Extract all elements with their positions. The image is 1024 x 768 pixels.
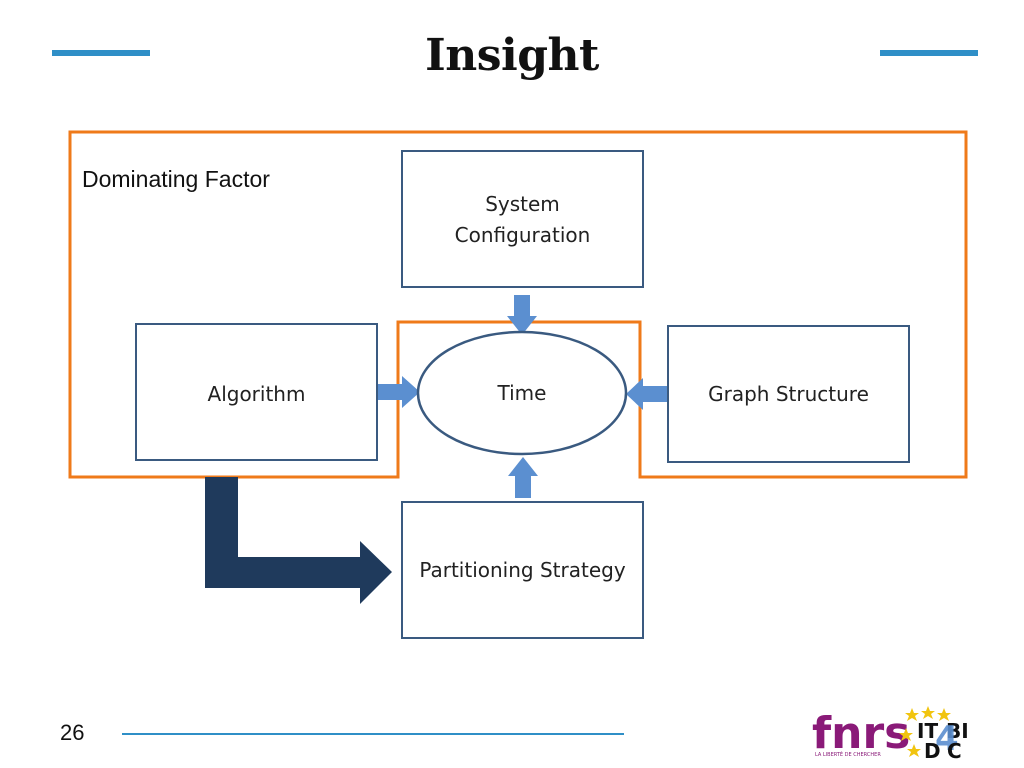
footer-line (122, 733, 624, 735)
time-node-shape (416, 330, 628, 456)
graph-structure-label: Graph Structure (708, 381, 869, 406)
dominating-factor-region (68, 130, 968, 479)
title-accent-line-left (52, 50, 150, 56)
page-number: 26 (60, 720, 85, 745)
arrow-graph-to-time (626, 378, 667, 410)
algorithm-label: Algorithm (207, 382, 306, 406)
algorithm-box: Algorithm (135, 323, 378, 461)
partitioning-strategy-label: Partitioning Strategy (419, 557, 626, 582)
title-accent-line-right (880, 50, 978, 56)
svg-text:IT: IT (917, 719, 938, 743)
time-node: Time (418, 332, 626, 454)
svg-text:LA LIBERTÉ DE CHERCHER: LA LIBERTÉ DE CHERCHER (815, 750, 881, 758)
graph-structure-box: Graph Structure (667, 325, 910, 463)
arrow-partitioning-to-time (508, 457, 538, 498)
itbidc-logo: IT BI 4 D C (899, 706, 969, 763)
system-configuration-label: System Configuration (454, 192, 591, 247)
system-configuration-box: System Configuration (401, 150, 644, 288)
fnrs-logo: fnrs LA LIBERTÉ DE CHERCHER (812, 708, 910, 759)
svg-text:fnrs: fnrs (812, 708, 910, 759)
slide-title: Insight (425, 30, 599, 81)
svg-text:BI: BI (946, 719, 969, 743)
star-icon (937, 708, 951, 721)
big-bent-arrow (205, 477, 392, 604)
arrow-algorithm-to-time (378, 376, 420, 408)
svg-text:4: 4 (935, 719, 959, 759)
star-icon (905, 708, 919, 721)
arrow-system-to-time (507, 295, 537, 335)
star-icon (907, 744, 921, 757)
star-icon (899, 728, 913, 741)
star-icon (921, 706, 935, 719)
dominating-factor-label: Dominating Factor (82, 166, 270, 192)
time-label: Time (497, 381, 547, 405)
partitioning-strategy-box: Partitioning Strategy (401, 501, 644, 639)
svg-text:D: D (924, 739, 941, 763)
svg-text:C: C (947, 739, 962, 763)
